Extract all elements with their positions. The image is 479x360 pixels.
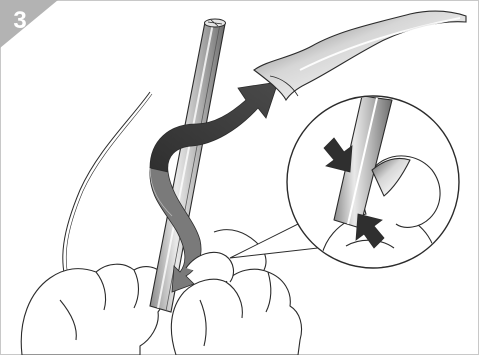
step-badge: 3 [0,0,58,48]
step-number: 3 [6,6,34,36]
